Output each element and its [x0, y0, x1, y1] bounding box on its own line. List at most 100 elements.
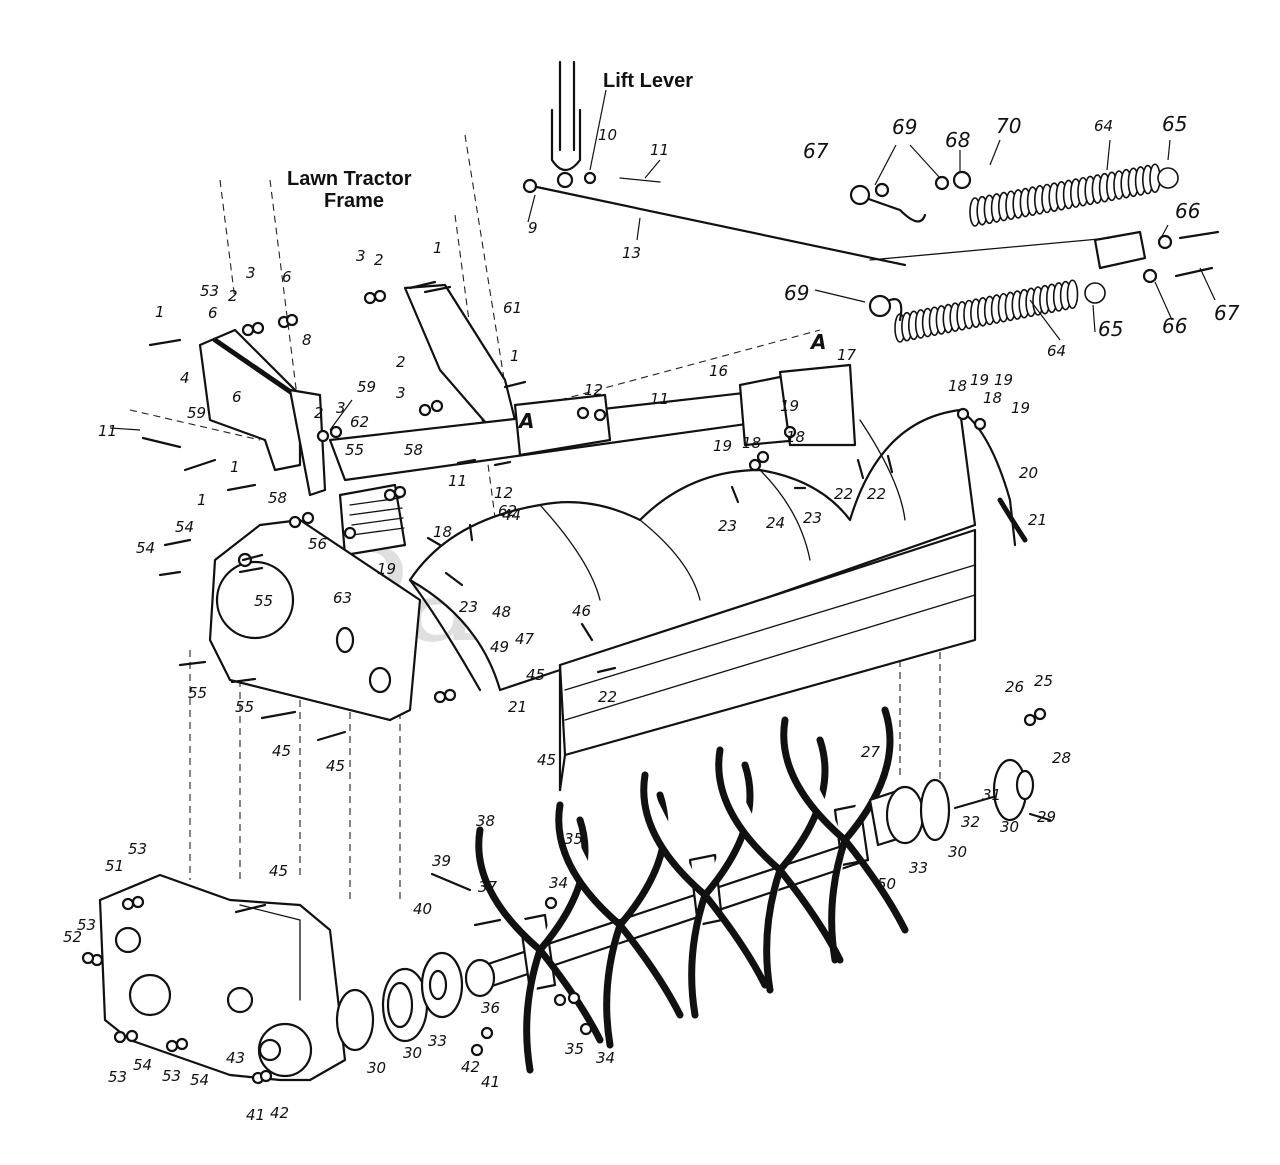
callout-number: 1 — [510, 347, 520, 365]
hardware-bolt — [238, 566, 264, 574]
callout-number: 20 — [1019, 464, 1038, 482]
hardware-bolt — [596, 666, 617, 674]
callout-number: 55 — [188, 684, 207, 702]
hardware-nut — [175, 1037, 189, 1051]
callout-number: 67 — [803, 139, 829, 163]
hardware-nut — [81, 951, 95, 965]
hardware-bolt — [183, 458, 217, 472]
lawn-tractor-frame-heading-line1: Lawn Tractor — [287, 168, 412, 190]
callout-number: 66 — [1175, 199, 1200, 223]
callout-number: 38 — [476, 812, 495, 830]
callout-number: 45 — [326, 757, 345, 775]
callout-number: 42 — [270, 1104, 289, 1122]
callout-number: 45 — [526, 666, 545, 684]
callout-leader-line — [329, 399, 353, 431]
callout-number: 2 — [228, 287, 238, 305]
callout-leader-line — [909, 144, 941, 179]
callout-number: 42 — [461, 1058, 480, 1076]
callout-number: 11 — [650, 390, 669, 408]
tine-blade — [688, 891, 709, 1019]
hardware-bolt — [241, 553, 264, 562]
callout-number: 35 — [565, 1040, 584, 1058]
callout-number: 63 — [333, 589, 352, 607]
callout-number: 69 — [784, 281, 809, 305]
hardware-bolt — [468, 523, 474, 542]
callout-number: 19 — [780, 397, 799, 415]
tine-blade — [603, 921, 624, 1049]
hardware-nut — [121, 897, 135, 911]
callout-number: 49 — [490, 638, 509, 656]
callout-number: 43 — [226, 1049, 245, 1067]
callout-number: 27 — [861, 743, 881, 761]
callout-number: 41 — [481, 1073, 500, 1091]
callout-number: 18 — [433, 523, 452, 541]
callout-number: 3 — [396, 384, 406, 402]
callout-number: 44 — [502, 506, 521, 524]
callout-number: 45 — [269, 862, 288, 880]
hardware-bolt — [163, 538, 192, 547]
hardware-nut — [131, 895, 145, 909]
callout-number: 25 — [1034, 672, 1053, 690]
callout-number: 19 — [994, 371, 1013, 389]
callout-number: 58 — [268, 489, 287, 507]
callout-number: 50 — [877, 875, 896, 893]
callout-number: 55 — [235, 698, 254, 716]
hardware-nut — [956, 407, 970, 421]
callout-number: 68 — [945, 128, 970, 152]
tine-blade — [841, 706, 894, 844]
hardware-bolt — [493, 460, 512, 467]
hardware-bolt — [226, 483, 257, 492]
tine-blade — [841, 836, 909, 934]
hub-discs — [335, 951, 464, 1052]
callout-number: 18 — [948, 377, 967, 395]
callout-number: 54 — [136, 539, 155, 557]
upper-spring — [858, 163, 1179, 227]
hardware-bolt — [503, 380, 527, 389]
callout-number: 11 — [448, 472, 467, 490]
callout-number: 33 — [428, 1032, 447, 1050]
hardware-nut — [383, 488, 397, 502]
hardware-nut — [480, 1026, 494, 1040]
callout-number: 69 — [892, 115, 917, 139]
tine-blade — [523, 946, 544, 1074]
section-marker-a-2: A — [809, 330, 826, 354]
tine-blade — [555, 801, 624, 929]
callout-number: 71 — [0, 0, 25, 5]
hardware-nut — [165, 1039, 179, 1053]
hardware-nut — [288, 515, 302, 529]
callout-number: 21 — [1028, 511, 1047, 529]
callout-number: 36 — [481, 999, 500, 1017]
hardware-nut — [756, 450, 770, 464]
callout-number: 12 — [584, 381, 603, 399]
callout-number: 51 — [105, 857, 124, 875]
callout-number: 54 — [175, 518, 194, 536]
callout-number: 59 — [187, 404, 206, 422]
lift-lever — [550, 60, 597, 189]
callout-number: 31 — [982, 786, 1001, 804]
callout-number: 40 — [413, 900, 432, 918]
hardware-bolt — [423, 285, 452, 294]
tine-blade — [701, 891, 769, 989]
lower-spring — [894, 279, 1106, 343]
callout-number: 30 — [1000, 818, 1019, 836]
callout-number: 41 — [246, 1106, 265, 1124]
hardware-bolt — [856, 458, 865, 480]
tine-blade — [763, 866, 784, 994]
section-marker-a-1: A — [517, 409, 534, 433]
callout-number: 56 — [308, 535, 327, 553]
callout-number: 19 — [377, 560, 396, 578]
callout-number: 53 — [77, 916, 96, 934]
hardware-nut — [259, 1069, 273, 1083]
right-hub-assembly — [868, 758, 1035, 847]
callout-number: 6 — [208, 304, 218, 322]
callout-number: 39 — [432, 852, 451, 870]
hardware-bolt — [141, 436, 182, 449]
callout-number: 8 — [302, 331, 312, 349]
callout-leader-line — [109, 427, 141, 431]
callout-leader-line — [814, 289, 866, 303]
callout-number: 11 — [650, 141, 669, 159]
callout-number: 70 — [996, 114, 1021, 138]
callout-leader-line — [636, 217, 641, 241]
callout-numbers: 1111122223333466689101111111112121316171… — [0, 0, 1240, 1124]
callout-leader-line — [1106, 139, 1111, 171]
